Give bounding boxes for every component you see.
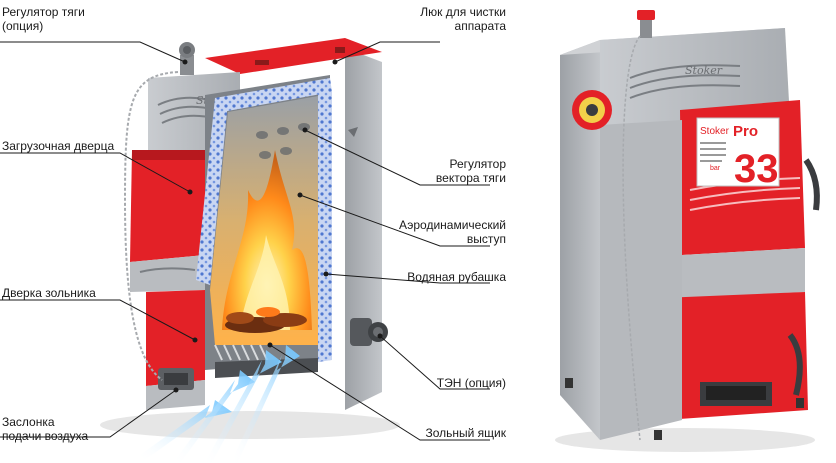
label-draft-vector-regulator: Регулятор вектора тяги xyxy=(436,157,506,185)
label-ash-door: Дверка зольника xyxy=(2,286,96,300)
water-jacket-back xyxy=(318,90,332,362)
label-air-damper-line2: подачи воздуха xyxy=(2,429,88,443)
label-draft-vector-line2: вектора тяги xyxy=(436,171,506,185)
label-aerodynamic-line2: выступ xyxy=(399,232,506,246)
badge-brand: Stoker xyxy=(700,126,730,137)
label-cleaning-hatch: Люк для чистки аппарата xyxy=(420,5,506,33)
label-cleaning-hatch-line2: аппарата xyxy=(420,19,506,33)
label-water-jacket-text: Водяная рубашка xyxy=(407,270,506,284)
label-air-damper: Заслонка подачи воздуха xyxy=(2,415,88,443)
badge-number: 33 xyxy=(734,147,779,191)
label-aerodynamic-line1: Аэродинамический xyxy=(399,218,506,232)
heater-element xyxy=(350,318,388,346)
label-draft-regulator: Регулятор тяги (опция) xyxy=(2,5,85,33)
label-cleaning-hatch-line1: Люк для чистки xyxy=(420,5,506,19)
label-loading-door-text: Загрузочная дверца xyxy=(2,139,114,153)
badge-pro: Pro xyxy=(733,123,758,140)
brand-logo-right: Stoker xyxy=(685,64,723,77)
label-draft-regulator-line2: (опция) xyxy=(2,19,85,33)
draft-regulator xyxy=(179,42,195,75)
side-panel xyxy=(345,48,382,410)
label-draft-regulator-line1: Регулятор тяги xyxy=(2,5,85,19)
loading-door xyxy=(130,150,210,262)
label-ash-door-text: Дверка зольника xyxy=(2,286,96,300)
label-ash-box-text: Зольный ящик xyxy=(425,426,506,440)
label-draft-vector-line1: Регулятор xyxy=(436,157,506,171)
label-air-damper-line1: Заслонка xyxy=(2,415,88,429)
label-water-jacket: Водяная рубашка xyxy=(407,270,506,284)
label-heater: ТЭН (опция) xyxy=(437,376,506,390)
label-loading-door: Загрузочная дверца xyxy=(2,139,114,153)
badge-unit: bar xyxy=(710,165,721,172)
complete-boiler: Stoker Stoker Pro 33 bar xyxy=(555,10,817,452)
label-heater-text: ТЭН (опция) xyxy=(437,376,506,390)
label-ash-box: Зольный ящик xyxy=(425,426,506,440)
label-aerodynamic-ledge: Аэродинамический выступ xyxy=(399,218,506,246)
